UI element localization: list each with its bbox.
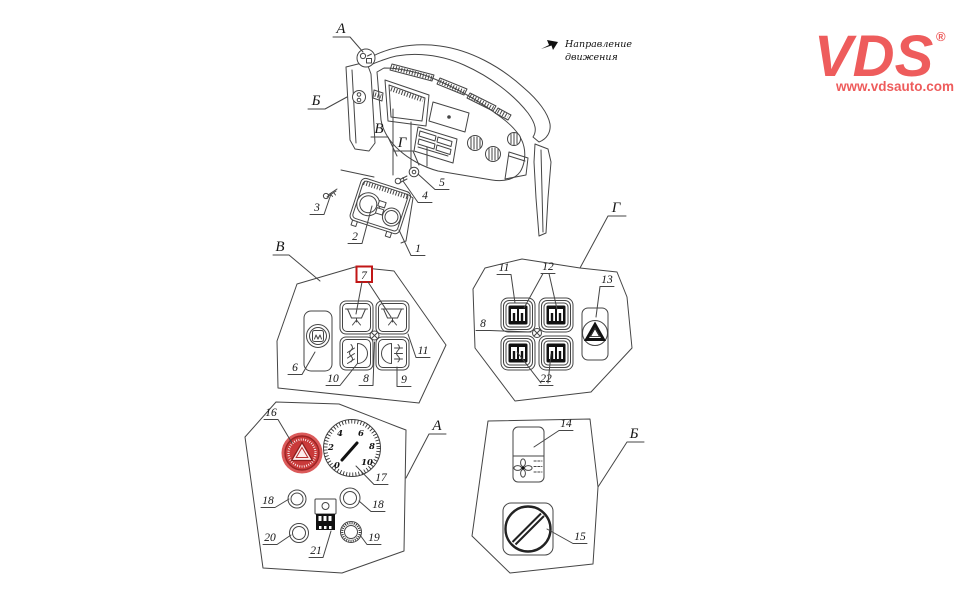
- direction-text-line1: Направление: [564, 39, 632, 50]
- rocker-switch: [500, 297, 536, 333]
- callout-3[interactable]: 3: [313, 202, 320, 214]
- callout-19[interactable]: 19: [368, 532, 380, 544]
- panel-v-label: В: [275, 239, 284, 255]
- rocker-switch: [538, 335, 574, 371]
- screw-4: [394, 177, 402, 185]
- callout-17[interactable]: 17: [375, 472, 388, 484]
- washer-5: [408, 166, 420, 178]
- callout-7[interactable]: 7: [361, 270, 368, 282]
- direction-text-line2: движения: [565, 52, 618, 63]
- panel-b-label: Б: [629, 426, 639, 442]
- callout-12[interactable]: 12: [542, 261, 554, 273]
- instrument-cluster-drawing: [322, 166, 420, 244]
- tachometer-gauge-17: 0 2 4 6 8 10: [323, 419, 381, 477]
- gauge-tick-10: 10: [361, 458, 373, 468]
- highlight-box-7[interactable]: [355, 265, 373, 283]
- hazard-button-13: [581, 307, 609, 361]
- switch-rear-fog: [375, 336, 410, 371]
- front-fog-light-icon: [347, 343, 368, 364]
- screw-8-v: [369, 330, 380, 341]
- bulb-18-right: [339, 487, 361, 509]
- callout-5[interactable]: 5: [439, 177, 445, 189]
- detail-a-bubble: [356, 48, 376, 68]
- callout-2[interactable]: 2: [352, 231, 358, 243]
- callout-13[interactable]: 13: [601, 274, 613, 286]
- rear-fog-light-icon: [381, 343, 403, 364]
- callout-14[interactable]: 14: [560, 418, 572, 430]
- gauge-tick-2: 2: [327, 443, 334, 453]
- rotary-knob-15: [502, 502, 554, 556]
- arrow-icon: [541, 40, 558, 50]
- panel-v: В: [272, 239, 447, 404]
- callout-18-left[interactable]: 18: [262, 495, 274, 507]
- bulb-20: [289, 523, 309, 543]
- logo-registered-mark: ®: [936, 29, 946, 44]
- panel-b: Б 14 15: [471, 418, 645, 574]
- callout-8-v[interactable]: 8: [363, 373, 369, 385]
- panel-g-label: Г: [611, 200, 622, 216]
- switch-front-fog: [339, 336, 374, 371]
- callout-4[interactable]: 4: [422, 190, 428, 202]
- relay-21: [314, 498, 337, 530]
- top-callouts: А Б В Г 1 2 3 4 5: [307, 21, 450, 256]
- panel-a: А 0 2 4 6 8 10: [244, 401, 447, 574]
- callout-9[interactable]: 9: [401, 374, 407, 386]
- gauge-tick-0: 0: [334, 461, 340, 471]
- switch-washer-right: [375, 300, 410, 335]
- gauge-tick-8: 8: [369, 442, 375, 452]
- callout-20[interactable]: 20: [264, 532, 276, 544]
- panel-a-label: А: [431, 418, 442, 434]
- vds-logo[interactable]: VDS ® www.vdsauto.com: [814, 24, 954, 94]
- direction-of-travel: Направление движения: [541, 39, 632, 63]
- callout-11-g[interactable]: 11: [499, 262, 510, 274]
- callout-8-g[interactable]: 8: [480, 318, 486, 330]
- logo-brand[interactable]: VDS: [814, 24, 934, 89]
- callout-11-v[interactable]: 11: [418, 345, 429, 357]
- logo-website[interactable]: www.vdsauto.com: [835, 79, 954, 94]
- label-g-top: Г: [397, 135, 408, 151]
- hazard-flasher-button-16: [281, 432, 323, 474]
- fan-icon: [513, 458, 533, 478]
- screw-3: [326, 188, 338, 198]
- windshield-washer-icon: [381, 308, 404, 326]
- callout-21[interactable]: 21: [310, 545, 322, 557]
- callout-1[interactable]: 1: [415, 243, 421, 255]
- fan-switch-14: [512, 426, 545, 483]
- gauge-needle: [340, 441, 359, 462]
- callout-16[interactable]: 16: [265, 407, 277, 419]
- label-v-top: В: [374, 121, 383, 137]
- callout-22[interactable]: 22: [540, 373, 552, 385]
- callout-18-right[interactable]: 18: [372, 499, 384, 511]
- gauge-tick-6: 6: [358, 429, 364, 439]
- screw-8-g: [532, 328, 542, 338]
- switch-washer-left: [339, 300, 374, 335]
- rocker-switch: [538, 297, 574, 333]
- hazard-warning-icon: [583, 321, 607, 341]
- callout-6[interactable]: 6: [292, 362, 298, 374]
- callout-10[interactable]: 10: [327, 373, 339, 385]
- bulb-19: [340, 521, 362, 543]
- label-a-top: А: [335, 21, 346, 37]
- cigarette-lighter-icon: [312, 330, 324, 342]
- gauge-tick-4: 4: [337, 429, 343, 439]
- panel-g: Г: [472, 200, 633, 402]
- label-b-top: Б: [311, 93, 321, 109]
- bulb-18-left: [287, 489, 307, 509]
- callout-15[interactable]: 15: [574, 531, 586, 543]
